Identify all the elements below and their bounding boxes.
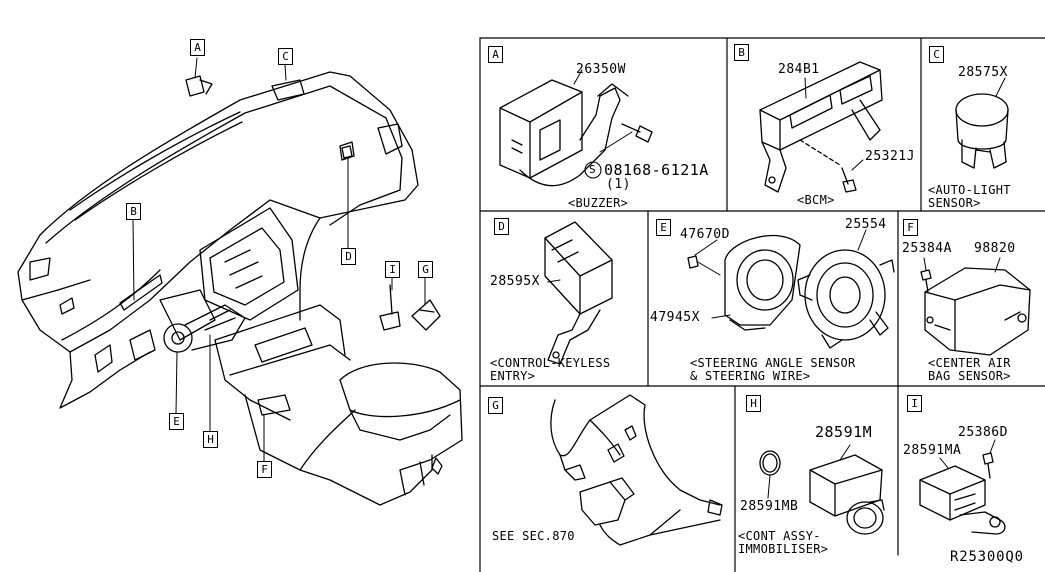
caption-airbag-1: <CENTER AIR [928,356,1011,370]
caption-auto-light-1: <AUTO-LIGHT [928,183,1011,197]
caption-keyless-1: <CONTROL-KEYLESS [490,356,611,370]
callout-b[interactable]: B [126,203,141,220]
panel-d-letter: D [494,218,509,235]
callout-a[interactable]: A [190,39,205,56]
part-28575x[interactable]: 28575X [958,65,1008,80]
callout-c[interactable]: C [278,48,293,65]
caption-bcm: <BCM> [797,193,835,207]
diagram-reference-code: R25300Q0 [950,549,1024,565]
part-28595x[interactable]: 28595X [490,274,540,289]
overview-leaders [132,57,426,462]
dashboard-illustration [17,71,419,409]
callout-h[interactable]: H [203,431,218,448]
part-47945x[interactable]: 47945X [650,310,700,325]
note-see-sec-870: SEE SEC.870 [492,529,575,543]
part-25386d[interactable]: 25386D [958,425,1008,440]
panel-h-letter: H [746,395,761,412]
steering-angle-sensor-illustration [687,229,895,349]
immobiliser-sub-illustration [919,439,1006,535]
part-quantity: (1) [606,177,631,192]
part-26350w[interactable]: 26350W [576,62,626,77]
part-25384a[interactable]: 25384A [902,241,952,256]
callout-d[interactable]: D [341,248,356,265]
part-08168-6121a[interactable]: 08168-6121A [604,161,709,179]
callout-f[interactable]: F [257,461,272,478]
part-25554[interactable]: 25554 [845,217,887,232]
caption-auto-light-2: SENSOR> [928,196,981,210]
center-console-illustration [214,304,463,506]
panel-a-letter: A [488,46,503,63]
panel-b-letter: B [734,44,749,61]
part-47670d[interactable]: 47670D [680,227,730,242]
bolt-s-symbol: S [589,163,597,176]
callout-g[interactable]: G [418,261,433,278]
caption-airbag-2: BAG SENSOR> [928,369,1011,383]
callout-i[interactable]: I [385,261,400,278]
panel-grid [479,37,1045,572]
caption-buzzer: <BUZZER> [568,196,629,210]
callout-e[interactable]: E [169,413,184,430]
part-28591ma[interactable]: 28591MA [903,443,962,458]
caption-keyless-2: ENTRY> [490,369,536,383]
part-25321j[interactable]: 25321J [865,149,915,164]
overview-small-parts [185,75,441,331]
panel-c-letter: C [929,46,944,63]
caption-steering-1: <STEERING ANGLE SENSOR [690,356,856,370]
immobiliser-illustration [759,444,885,535]
air-bag-sensor-illustration [920,257,1031,356]
part-28591mb[interactable]: 28591MB [740,499,799,514]
caption-immobiliser-2: IMMOBILISER> [738,542,829,556]
panel-f-letter: F [903,219,918,236]
auto-light-sensor-illustration [955,77,1009,169]
panel-g-letter: G [488,397,503,414]
panel-i-letter: I [907,395,922,412]
panel-e-letter: E [656,219,671,236]
caption-immobiliser-1: <CONT ASSY- [738,529,821,543]
part-28591m[interactable]: 28591M [815,423,873,441]
caption-steering-2: & STEERING WIRE> [690,369,811,383]
part-98820[interactable]: 98820 [974,241,1016,256]
bcm-illustration [759,61,883,193]
keyless-entry-illustration [544,221,613,365]
harness-illustration [550,394,723,546]
part-284b1[interactable]: 284B1 [778,62,820,77]
buzzer-illustration [499,69,653,187]
